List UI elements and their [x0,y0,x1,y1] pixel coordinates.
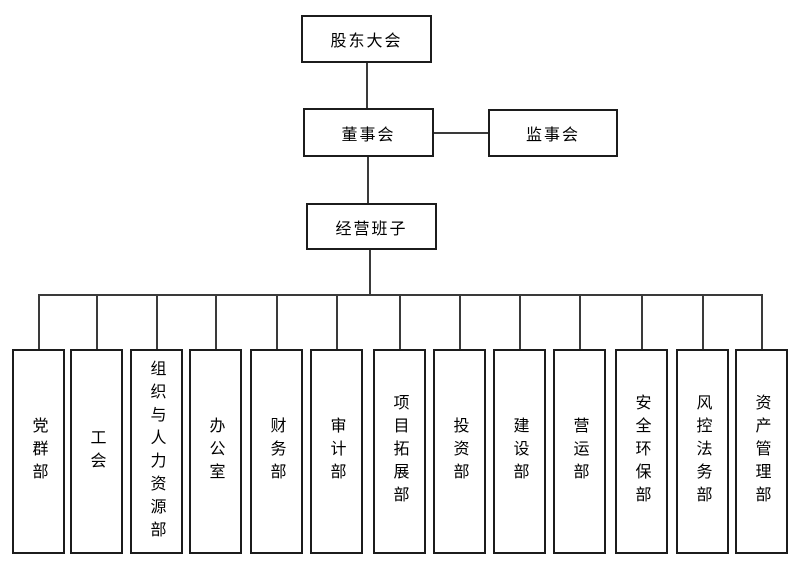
department-label: 安全环保部 [632,394,652,509]
department-label: 资产管理部 [752,394,772,509]
connector-shareholders-board [366,63,368,108]
connector-bus-department [458,294,461,349]
connector-board-supervisory [434,132,488,134]
department-box: 办公室 [189,349,242,554]
department-box: 党群部 [12,349,65,554]
department-label: 党群部 [29,417,49,486]
department-label: 审计部 [327,417,347,486]
connector-management-bus [369,250,371,295]
department-box: 营运部 [553,349,606,554]
department-box: 建设部 [493,349,546,554]
connector-bus-department [640,294,643,349]
node-management-team: 经营班子 [306,203,437,250]
connector-bus-department [37,294,40,349]
connector-bus-department [275,294,278,349]
department-label: 营运部 [570,417,590,486]
node-supervisory-board: 监事会 [488,109,618,157]
connector-bus-department [214,294,217,349]
department-box: 项目拓展部 [373,349,426,554]
department-box: 财务部 [250,349,303,554]
node-shareholders-meeting: 股东大会 [301,15,432,63]
department-label: 项目拓展部 [390,394,410,509]
department-label: 组织与人力资源部 [147,359,167,544]
connector-bus-department [335,294,338,349]
department-box: 审计部 [310,349,363,554]
department-box: 投资部 [433,349,486,554]
department-label: 风控法务部 [693,394,713,509]
connector-bus-department [578,294,581,349]
department-bus-line [38,294,763,296]
connector-bus-department [398,294,401,349]
connector-board-management [367,157,369,203]
department-box: 组织与人力资源部 [130,349,183,554]
connector-bus-department [95,294,98,349]
connector-bus-department [518,294,521,349]
department-label: 财务部 [267,417,287,486]
node-board-of-directors: 董事会 [303,108,434,157]
department-label: 建设部 [510,417,530,486]
connector-bus-department [701,294,704,349]
department-box: 资产管理部 [735,349,788,554]
department-box: 工会 [70,349,123,554]
connector-bus-department [155,294,158,349]
department-box: 安全环保部 [615,349,668,554]
department-label: 投资部 [450,417,470,486]
department-label: 办公室 [206,417,226,486]
department-box: 风控法务部 [676,349,729,554]
connector-bus-department [760,294,763,349]
department-label: 工会 [87,428,107,475]
